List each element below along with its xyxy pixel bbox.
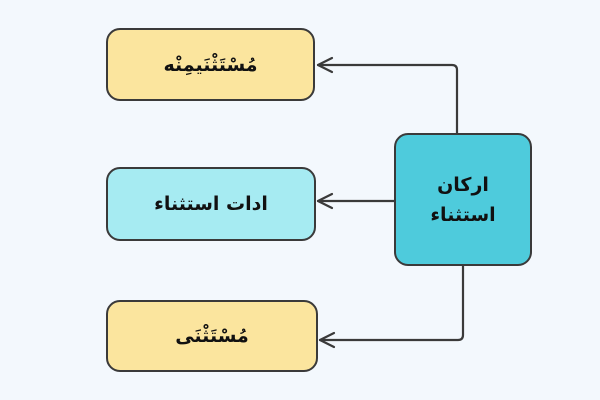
node-label: ادات استثناء bbox=[154, 193, 268, 215]
node-label: مُسْتَثْنَی bbox=[175, 325, 249, 347]
node-label-line1: ارکان bbox=[437, 173, 489, 196]
arrowhead bbox=[316, 192, 334, 210]
node-label: مُسْتَثْنَیمِنْه bbox=[163, 53, 258, 76]
arrow-to-mustathna-minhu bbox=[316, 63, 459, 135]
node-mustathna: مُسْتَثْنَی bbox=[106, 300, 318, 372]
arrowhead bbox=[318, 331, 336, 349]
node-adat-istithna: ادات استثناء bbox=[106, 167, 316, 241]
node-label-line2: استثناء bbox=[430, 203, 496, 226]
arrow-to-mustathna bbox=[318, 264, 465, 342]
node-mustathna-minhu: مُسْتَثْنَیمِنْه bbox=[106, 28, 315, 101]
arrowhead bbox=[316, 56, 334, 74]
node-arkan-istithna: ارکان استثناء bbox=[394, 133, 532, 266]
